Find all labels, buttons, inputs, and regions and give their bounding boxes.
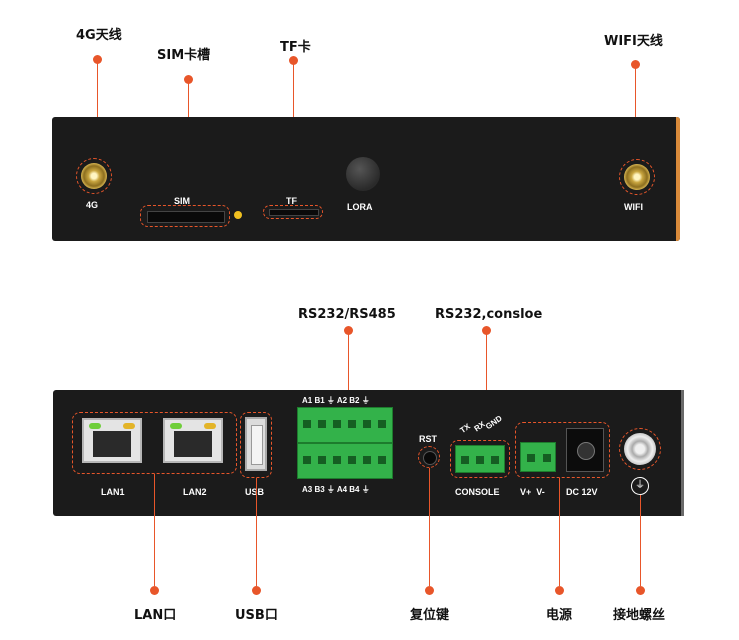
callout-dot — [425, 586, 434, 595]
callout-line — [640, 495, 641, 586]
dc-jack-hole — [577, 442, 595, 460]
label-lan1: LAN1 — [101, 487, 125, 497]
callout-tf-slot: TF卡 — [280, 40, 311, 55]
callout-dot — [636, 586, 645, 595]
terminal-pin — [363, 420, 371, 428]
lan-ports-highlight — [72, 412, 237, 474]
ground-screw — [624, 433, 656, 465]
lora-button — [346, 157, 380, 191]
terminal-pin — [303, 456, 311, 464]
sim-slot-highlight — [140, 205, 230, 227]
label-wifi: WIFI — [624, 202, 643, 212]
callout-sim-slot: SIM卡槽 — [157, 48, 211, 63]
terminal-pin — [491, 456, 499, 464]
label-console: CONSOLE — [455, 487, 500, 497]
label-4g: 4G — [86, 200, 99, 210]
callout-dot — [482, 326, 491, 335]
callout-dot — [252, 586, 261, 595]
terminal-pin — [378, 420, 386, 428]
power-highlight — [515, 422, 610, 478]
callout-dot — [631, 60, 640, 69]
terminal-label-top: A1 B1 ⏚ A2 B2 ⏚ — [302, 396, 370, 405]
sim-slot[interactable] — [147, 211, 225, 223]
lan1-socket — [93, 431, 131, 457]
terminal-pin — [333, 420, 341, 428]
label-dc-12v: DC 12V — [566, 487, 598, 497]
label-usb: USB — [245, 487, 265, 497]
callout-line — [486, 334, 487, 420]
callout-dot — [555, 586, 564, 595]
terminal-pin — [461, 456, 469, 464]
terminal-pin — [348, 420, 356, 428]
console-terminal[interactable] — [455, 445, 505, 473]
callout-dot — [344, 326, 353, 335]
terminal-pin — [543, 454, 551, 462]
rear-panel-edge — [681, 390, 684, 516]
terminal-pin — [348, 456, 356, 464]
terminal-pin — [333, 456, 341, 464]
usb-port-highlight — [240, 412, 272, 478]
callout-dot — [150, 586, 159, 595]
callout-rs232-rs485: RS232/RS485 — [298, 307, 396, 322]
callout-line — [559, 478, 560, 586]
terminal-pin — [527, 454, 535, 462]
rs485-terminal-block[interactable] — [297, 407, 393, 479]
label-sim: SIM — [174, 196, 191, 206]
callout-usb-port: USB口 — [235, 608, 278, 623]
terminal-divider — [298, 442, 392, 444]
lan1-activity-led — [123, 423, 135, 429]
terminal-pin — [303, 420, 311, 428]
callout-lan-port: LAN口 — [134, 608, 177, 623]
reset-button[interactable] — [423, 451, 437, 465]
callout-dot — [93, 55, 102, 64]
callout-4g-antenna: 4G天线 — [76, 28, 122, 43]
terminal-pin — [318, 456, 326, 464]
callout-line — [256, 478, 257, 586]
terminal-pin — [476, 456, 484, 464]
reset-highlight — [418, 446, 440, 468]
antenna-4g-connector — [81, 163, 107, 189]
power-terminal[interactable] — [520, 442, 556, 472]
ground-symbol-icon: ⏚ — [631, 477, 649, 495]
lan1-link-led — [89, 423, 101, 429]
lan1-port[interactable] — [82, 418, 142, 463]
usb-port[interactable] — [245, 417, 267, 471]
callout-dot — [184, 75, 193, 84]
tf-slot[interactable] — [269, 209, 319, 216]
dc-jack[interactable] — [566, 428, 604, 472]
lan2-socket — [174, 431, 212, 457]
label-lora: LORA — [347, 202, 373, 212]
callout-line — [97, 63, 98, 167]
sim-led — [234, 211, 242, 219]
label-tf: TF — [286, 196, 297, 206]
lan2-link-led — [170, 423, 182, 429]
callout-dot — [289, 56, 298, 65]
callout-line — [348, 334, 349, 404]
terminal-pin — [378, 456, 386, 464]
lan2-port[interactable] — [163, 418, 223, 463]
terminal-label-bottom: A3 B3 ⏚ A4 B4 ⏚ — [302, 485, 370, 494]
label-rst: RST — [419, 434, 437, 444]
callout-line — [429, 468, 430, 586]
terminal-pin — [363, 456, 371, 464]
callout-line — [154, 474, 155, 586]
front-panel-edge — [676, 117, 680, 241]
lan2-activity-led — [204, 423, 216, 429]
callout-ground-screw: 接地螺丝 — [613, 608, 666, 623]
antenna-4g-highlight — [76, 158, 112, 194]
antenna-wifi-highlight — [619, 159, 655, 195]
callout-reset-key: 复位键 — [410, 608, 450, 623]
callout-rs232-console: RS232,consloe — [435, 307, 543, 322]
tf-slot-highlight — [263, 205, 323, 219]
callout-wifi-antenna: WIFI天线 — [604, 34, 663, 49]
console-highlight — [450, 440, 510, 478]
antenna-wifi-connector — [624, 164, 650, 190]
label-vplus-vminus: V+ V- — [520, 487, 545, 497]
usb-tongue — [251, 425, 263, 465]
label-lan2: LAN2 — [183, 487, 207, 497]
ground-screw-highlight — [619, 428, 661, 470]
terminal-pin — [318, 420, 326, 428]
callout-power: 电源 — [546, 608, 573, 623]
